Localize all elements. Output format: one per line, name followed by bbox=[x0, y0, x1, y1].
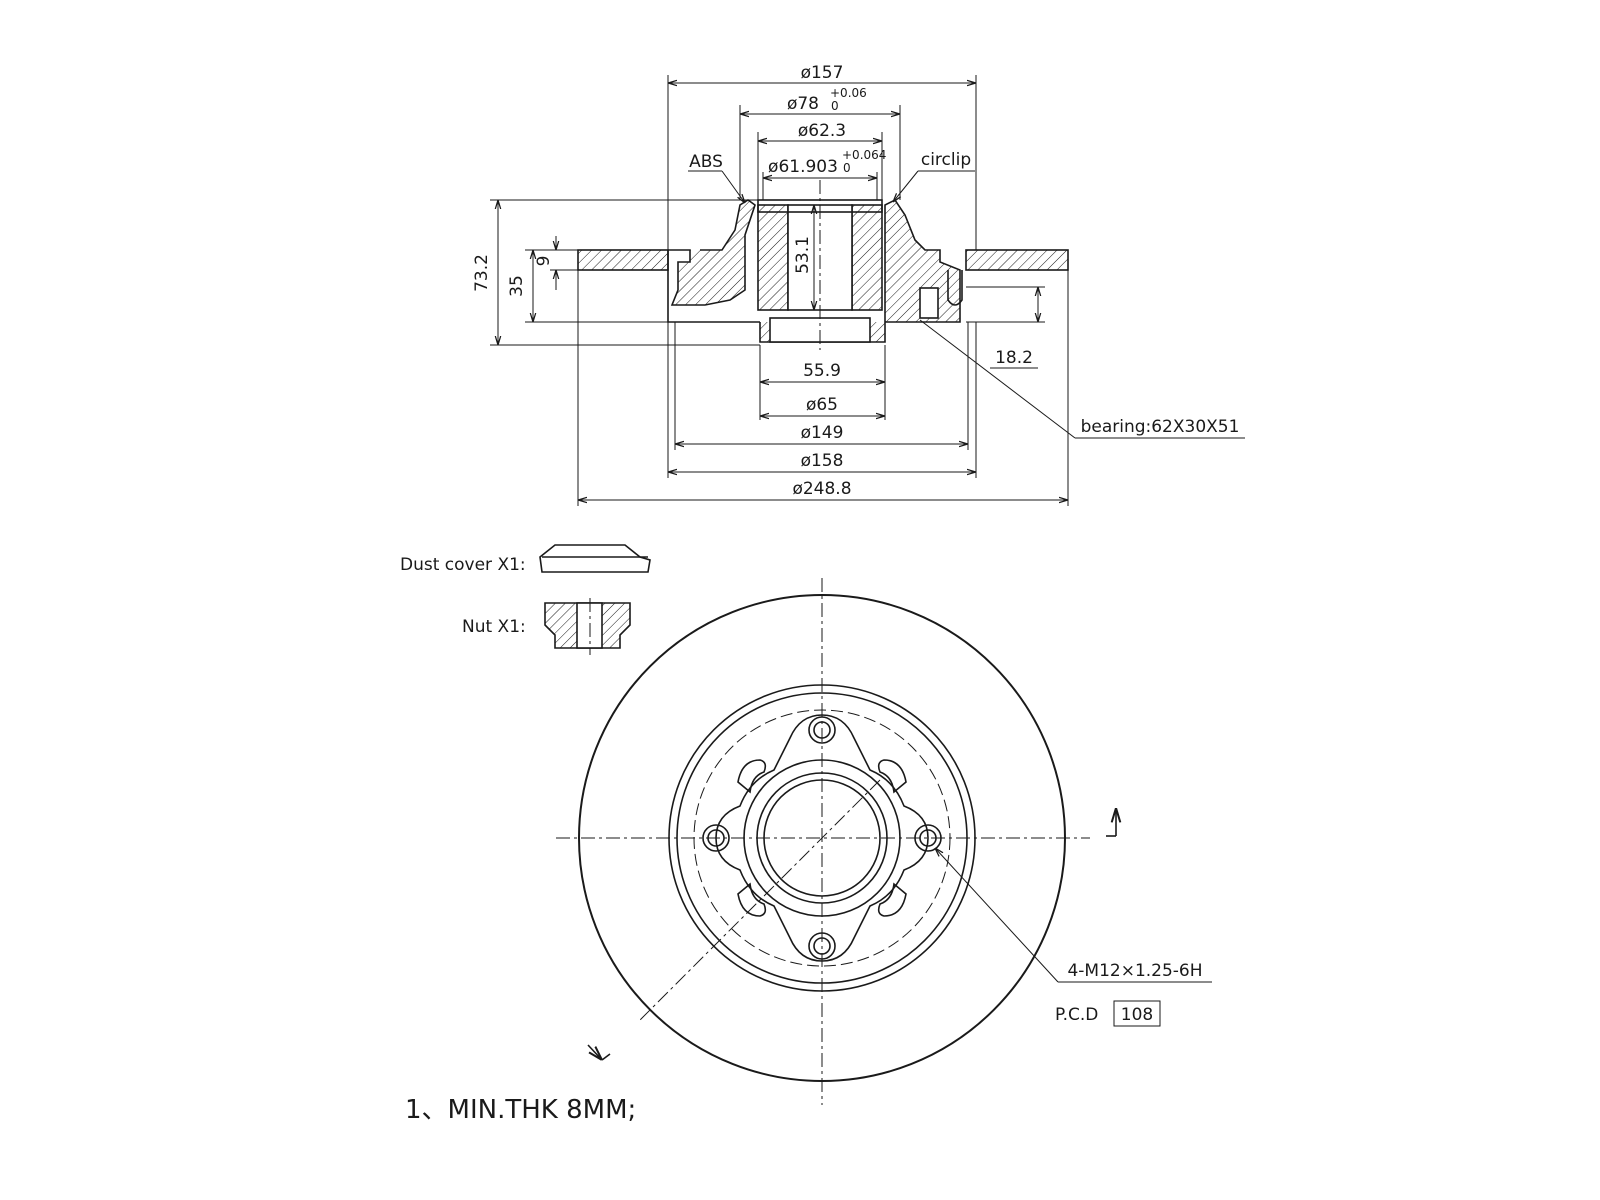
dim-w55-9: 55.9 bbox=[759, 345, 886, 420]
section-view: ø157 ø78 +0.06 0 ø62.3 ø61.903 +0.064 0 bbox=[472, 63, 1245, 506]
nut-label: Nut X1: bbox=[462, 617, 526, 637]
dim-h35: 35 bbox=[507, 249, 668, 323]
d61-903-tol-lower: 0 bbox=[843, 161, 851, 175]
d62-3-label: ø62.3 bbox=[798, 121, 846, 141]
d65-label: ø65 bbox=[806, 395, 838, 415]
bearing-left bbox=[757, 204, 789, 311]
dim-d61-903: ø61.903 +0.064 0 bbox=[762, 148, 886, 200]
d78-tol-lower: 0 bbox=[831, 99, 839, 113]
front-centerline-diagonal bbox=[639, 779, 881, 1021]
dim-h73-2: 73.2 bbox=[472, 199, 760, 346]
bearing-right bbox=[851, 204, 883, 311]
circlip-label: circlip bbox=[921, 150, 971, 170]
slot-bottom-right bbox=[877, 882, 907, 917]
d158-label: ø158 bbox=[801, 451, 844, 471]
dim-d65: ø65 bbox=[760, 395, 885, 416]
slot-bottom-left bbox=[737, 882, 767, 917]
dim-d158: ø158 bbox=[667, 322, 977, 478]
pcd-value-label: 108 bbox=[1121, 1005, 1153, 1025]
dim-d157: ø157 bbox=[667, 63, 977, 250]
accessories: Dust cover X1: Nut X1: bbox=[400, 544, 651, 655]
slot-top-left bbox=[737, 759, 767, 794]
abs-label: ABS bbox=[689, 152, 723, 172]
callout-bearing: bearing:62X30X51 bbox=[919, 319, 1245, 439]
hub-left-wall bbox=[668, 199, 756, 306]
dim-d149: ø149 bbox=[674, 322, 969, 450]
pcd-prefix-label: P.C.D bbox=[1055, 1005, 1098, 1025]
callout-pcd: P.C.D 108 bbox=[1055, 1000, 1161, 1027]
dim-h18-2: 18.2 bbox=[966, 286, 1045, 369]
h18-2-label: 18.2 bbox=[995, 348, 1033, 368]
front-view: 4-M12×1.25-6H P.C.D 108 bbox=[556, 578, 1212, 1105]
w55-9-label: 55.9 bbox=[803, 361, 841, 381]
d149-label: ø149 bbox=[801, 423, 844, 443]
flange-left bbox=[577, 249, 669, 271]
dim-d248-8: ø248.8 bbox=[577, 270, 1069, 506]
dust-cover-label: Dust cover X1: bbox=[400, 555, 526, 575]
dim-d78: ø78 +0.06 0 bbox=[739, 86, 901, 200]
d157-label: ø157 bbox=[801, 63, 844, 83]
dim-h53-1: 53.1 bbox=[793, 205, 814, 310]
stud-slot bbox=[947, 270, 963, 306]
h35-label: 35 bbox=[507, 275, 527, 297]
d78-label: ø78 bbox=[787, 94, 819, 114]
bearing-label: bearing:62X30X51 bbox=[1081, 417, 1240, 437]
d78-tol-upper: +0.06 bbox=[830, 86, 867, 100]
callout-circlip: circlip bbox=[893, 150, 975, 202]
thread-label: 4-M12×1.25-6H bbox=[1067, 961, 1202, 981]
d248-8-label: ø248.8 bbox=[792, 479, 851, 499]
dim-h9: 9 bbox=[534, 236, 578, 290]
slot-top-right bbox=[877, 759, 907, 794]
note-min-thickness: 1、MIN.THK 8MM; bbox=[405, 1095, 636, 1125]
callout-thread: 4-M12×1.25-6H bbox=[935, 848, 1212, 983]
d61-903-label: ø61.903 bbox=[768, 157, 838, 177]
pcd-box bbox=[1113, 1000, 1161, 1027]
dim-d62-3: ø62.3 bbox=[757, 121, 883, 200]
d61-903-tol-upper: +0.064 bbox=[842, 148, 886, 162]
callout-abs: ABS bbox=[688, 152, 745, 203]
flange-right bbox=[965, 249, 1069, 271]
h73-2-label: 73.2 bbox=[472, 254, 492, 292]
h53-1-label: 53.1 bbox=[793, 236, 813, 274]
dust-cover-shape bbox=[539, 544, 651, 573]
h9-label: 9 bbox=[534, 256, 554, 267]
stud-hole bbox=[919, 287, 939, 319]
section-arrow-left bbox=[587, 1044, 602, 1060]
